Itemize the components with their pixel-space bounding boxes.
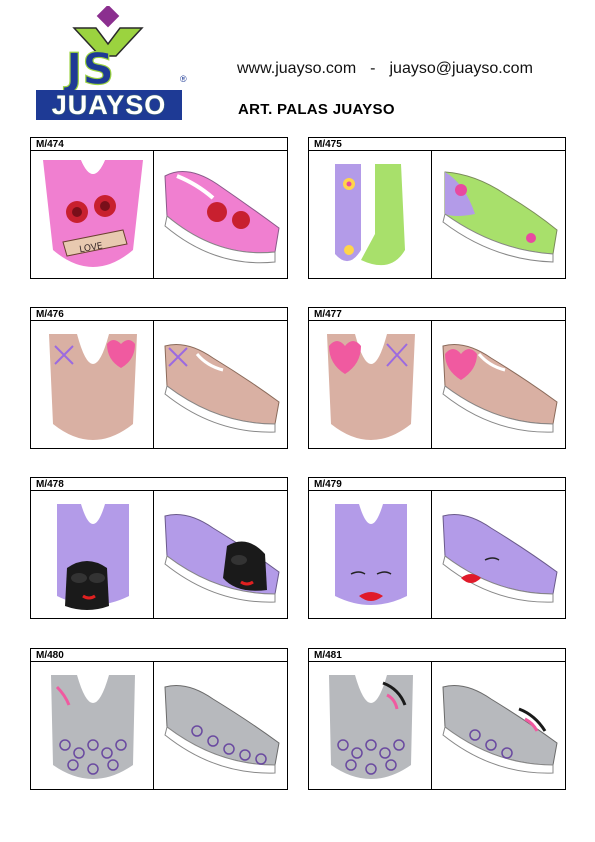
shoe-flowers-two-tone-icon bbox=[442, 171, 558, 263]
pala-love-heart-icon bbox=[327, 334, 415, 440]
shoe-amor-heart-icon bbox=[164, 344, 280, 433]
model-card: M/476 bbox=[30, 307, 288, 449]
pala-grey-circles-feather-icon bbox=[329, 675, 413, 779]
model-card: M/477 bbox=[308, 307, 566, 449]
pala-flowers-two-tone-icon bbox=[335, 164, 405, 266]
logo-mark-icon: JS bbox=[62, 6, 144, 92]
card-divider bbox=[431, 662, 432, 790]
logo-wordmark: JUAYSO bbox=[36, 90, 182, 120]
model-code: M/480 bbox=[31, 649, 287, 662]
shoe-red-lips-icon bbox=[442, 514, 558, 603]
card-divider bbox=[153, 491, 154, 619]
model-card: M/478 bbox=[30, 477, 288, 619]
logo-monogram: JS bbox=[63, 44, 114, 92]
juayso-logo: JS JUAYSO ® bbox=[30, 6, 190, 126]
model-code: M/479 bbox=[309, 478, 565, 491]
model-card: M/475 bbox=[308, 137, 566, 279]
page-title: ART. PALAS JUAYSO bbox=[238, 101, 395, 118]
contact-separator: - bbox=[370, 60, 376, 77]
pala-girl-sunglasses-icon bbox=[57, 504, 129, 610]
model-card: M/474 LOVE bbox=[30, 137, 288, 279]
model-card: M/481 bbox=[308, 648, 566, 790]
model-code: M/476 bbox=[31, 308, 287, 321]
pala-grey-circles-icon bbox=[51, 675, 135, 779]
shoe-roses-love-icon bbox=[164, 171, 280, 264]
pala-amor-heart-icon bbox=[49, 334, 137, 440]
shoe-grey-circles-feather-icon bbox=[442, 685, 558, 774]
card-divider bbox=[153, 662, 154, 790]
card-divider bbox=[153, 151, 154, 279]
contact-line: www.juayso.com-juayso@juayso.com bbox=[237, 60, 533, 78]
shoe-girl-sunglasses-icon bbox=[164, 514, 280, 603]
registered-mark: ® bbox=[180, 74, 187, 84]
model-code: M/474 bbox=[31, 138, 287, 151]
website-link[interactable]: www.juayso.com bbox=[237, 60, 357, 77]
model-code: M/478 bbox=[31, 478, 287, 491]
card-divider bbox=[153, 321, 154, 449]
shoe-grey-circles-icon bbox=[164, 685, 280, 774]
card-divider bbox=[431, 321, 432, 449]
model-card: M/480 bbox=[30, 648, 288, 790]
svg-text:LOVE: LOVE bbox=[79, 241, 104, 255]
pala-roses-love-icon: LOVE bbox=[43, 160, 143, 267]
card-divider bbox=[431, 151, 432, 279]
card-divider bbox=[431, 491, 432, 619]
email-link[interactable]: juayso@juayso.com bbox=[389, 60, 533, 77]
model-code: M/477 bbox=[309, 308, 565, 321]
model-code: M/481 bbox=[309, 649, 565, 662]
page-header: JS JUAYSO ® www.juayso.com-juayso@juayso… bbox=[0, 0, 595, 135]
shoe-love-heart-icon bbox=[442, 344, 558, 433]
pala-red-lips-icon bbox=[335, 504, 407, 605]
model-card: M/479 bbox=[308, 477, 566, 619]
model-code: M/475 bbox=[309, 138, 565, 151]
